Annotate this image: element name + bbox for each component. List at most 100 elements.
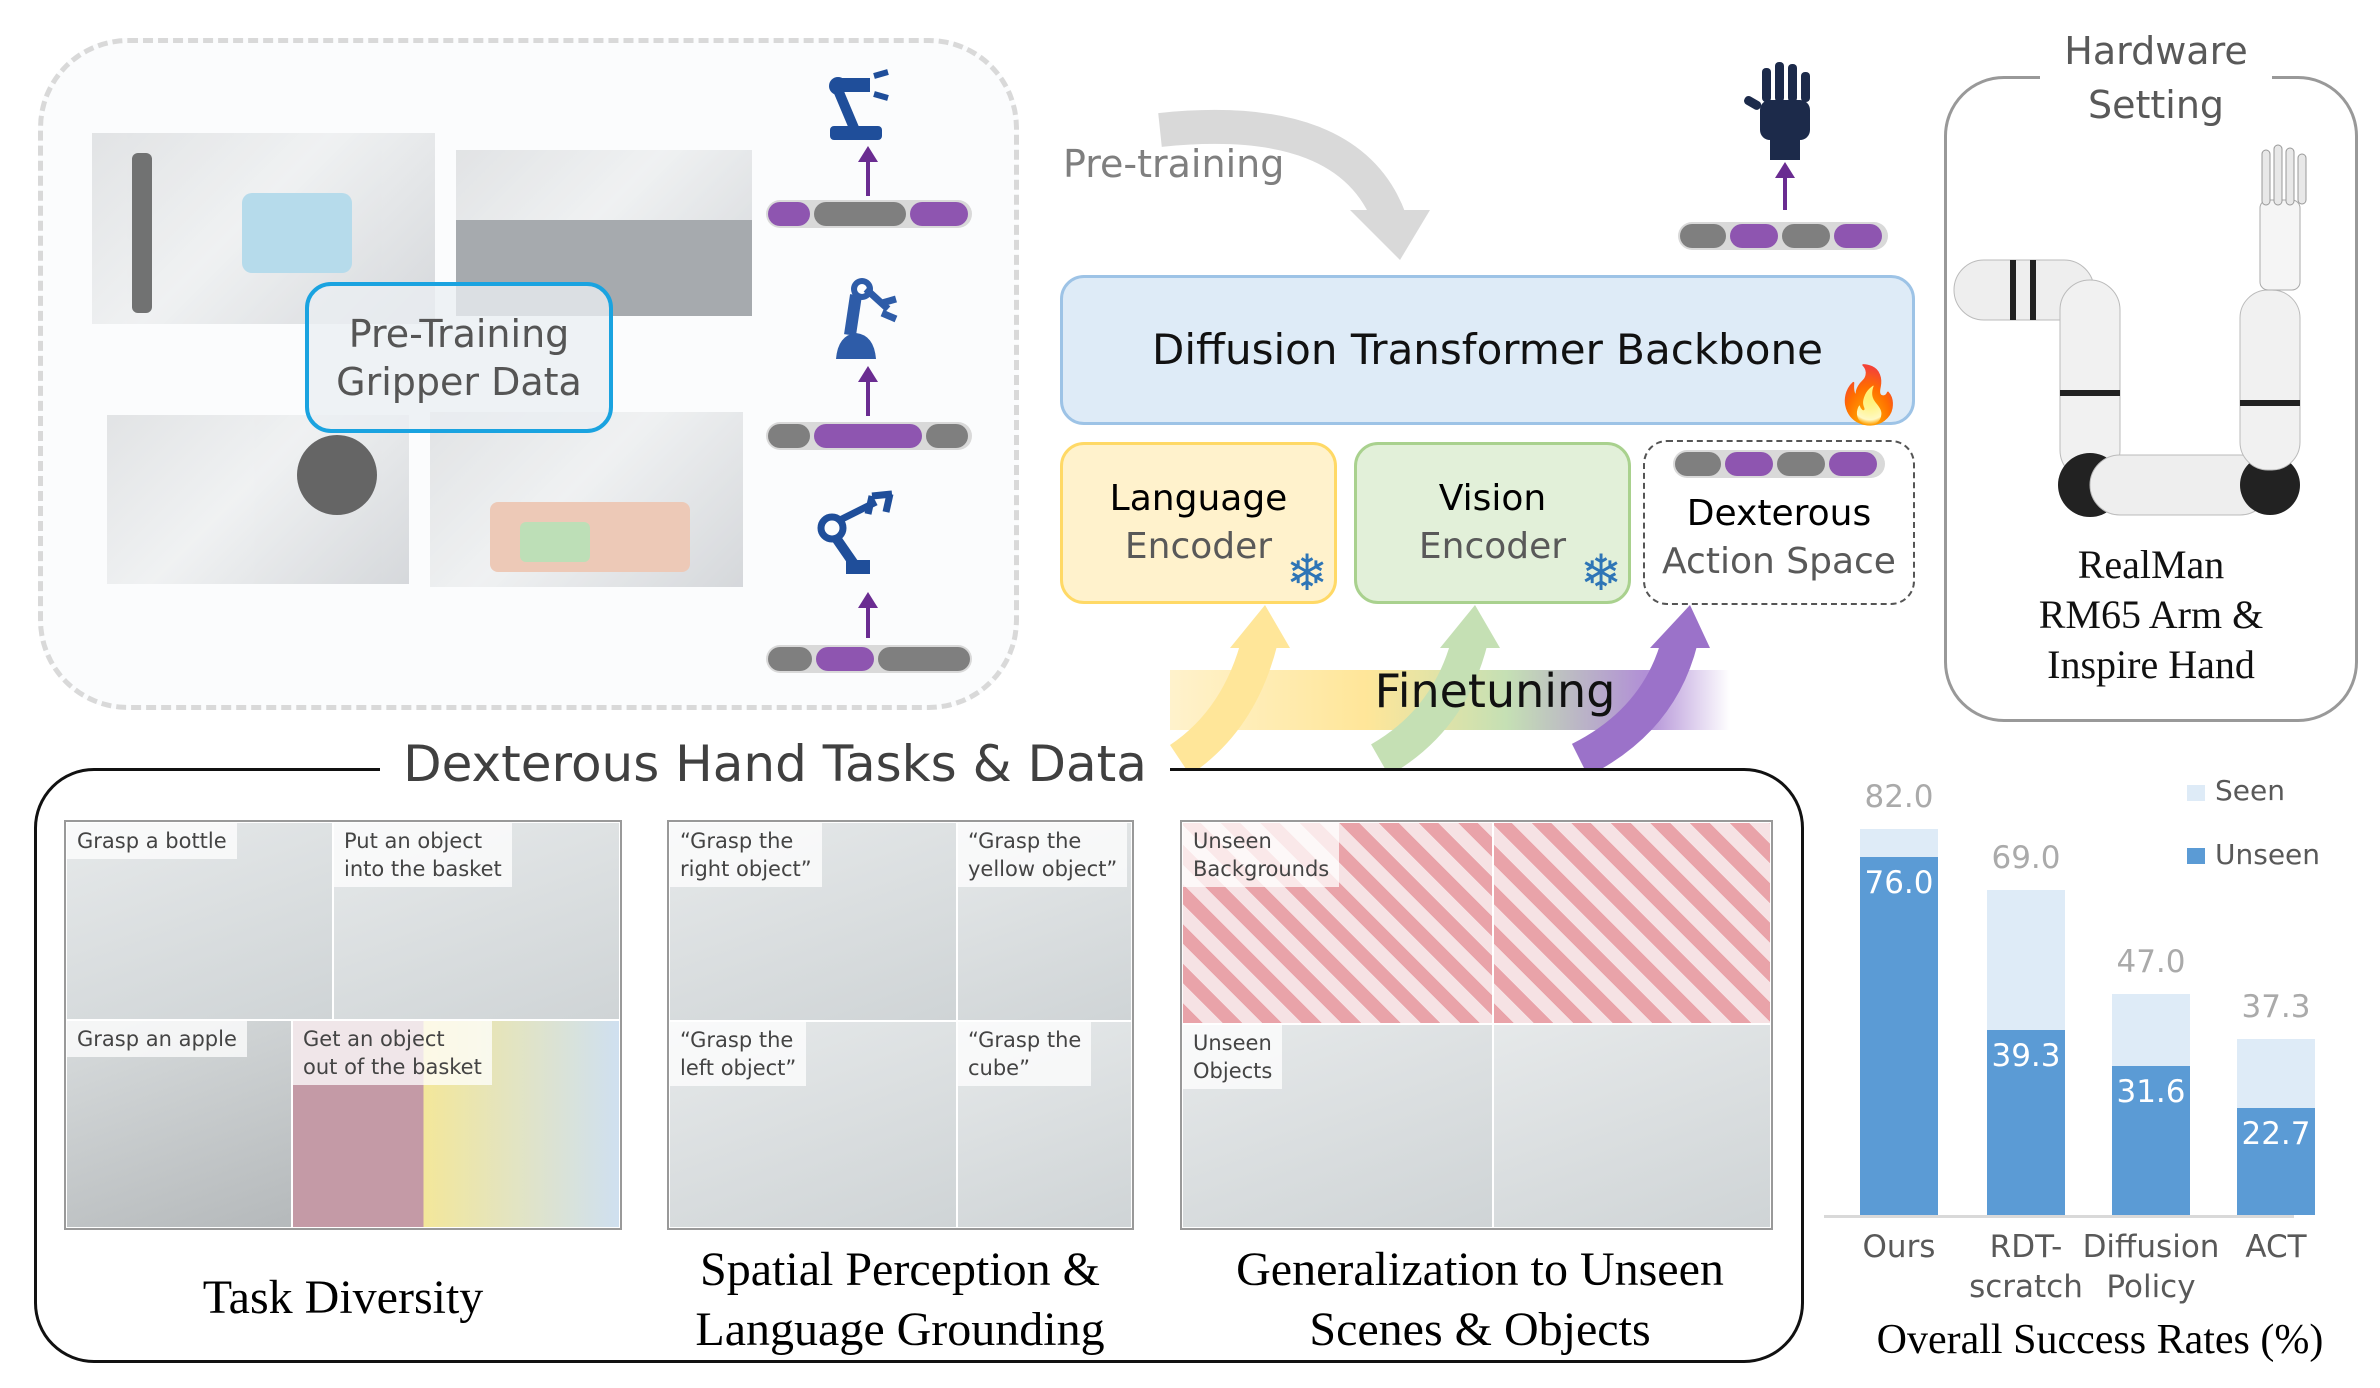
label-seen: 47.0 — [2116, 943, 2186, 980]
action-token-bar — [1673, 450, 1885, 478]
robot-arm-hand-image — [1953, 144, 2307, 517]
fire-icon: 🔥 — [1834, 363, 1904, 428]
task-photo: Grasp a bottle — [66, 822, 333, 1020]
caption-spatial: Spatial Perception & Language Grounding — [620, 1240, 1180, 1360]
gripper-photo-towel — [430, 412, 743, 587]
gripper-photo-franka — [107, 415, 409, 584]
finetuning-arrows — [1169, 605, 1730, 770]
action-token-bar — [766, 645, 972, 673]
label-unseen: 39.3 — [1991, 1038, 2061, 1074]
caption-line: Spatial Perception & — [700, 1243, 1100, 1296]
robot-arm-icon — [817, 490, 894, 574]
pretraining-label: Pre-training — [1063, 142, 1285, 186]
encoder-label: Language — [1109, 478, 1288, 519]
task-photo: “Grasp the yellow object” — [957, 822, 1132, 1021]
task-photo: “Grasp the left object” — [669, 1021, 957, 1228]
action-space-label: Dexterous — [1686, 492, 1872, 534]
task-photo — [1493, 1024, 1771, 1228]
legend-seen-swatch — [2187, 785, 2205, 801]
bar-unseen — [1987, 1030, 2065, 1215]
up-arrow-icon — [858, 366, 878, 416]
task-photo — [1493, 822, 1771, 1024]
up-arrow-icon — [858, 592, 878, 638]
legend-unseen-swatch — [2187, 848, 2205, 864]
snowflake-icon: ❄ — [1580, 544, 1622, 602]
photo-tag: “Grasp the left object” — [670, 1022, 807, 1086]
vision-encoder: Vision Encoder ❄ — [1354, 442, 1631, 604]
label-line: Pre-Training — [348, 311, 570, 356]
photo-tag: “Grasp the yellow object” — [958, 823, 1128, 887]
label-line: Gripper Data — [336, 359, 582, 404]
generalization-grid: Unseen Backgrounds Unseen Objects — [1180, 820, 1773, 1230]
tasks-title: Dexterous Hand Tasks & Data — [380, 735, 1170, 793]
action-token-bar — [1678, 222, 1888, 250]
task-diversity-grid: Grasp a bottle Put an object into the ba… — [64, 820, 622, 1230]
action-token-bar — [766, 422, 972, 450]
photo-tag: Grasp a bottle — [67, 823, 237, 859]
photo-tag: Unseen Backgrounds — [1183, 823, 1340, 887]
photo-tag: Grasp an apple — [67, 1021, 247, 1057]
dexterous-hand-icon — [1744, 62, 1810, 160]
label-unseen: 31.6 — [2116, 1074, 2186, 1111]
caption-line: Language Grounding — [695, 1303, 1105, 1356]
label-seen: 82.0 — [1864, 779, 1934, 815]
task-photo: Unseen Backgrounds — [1182, 822, 1493, 1024]
category-label: ACT — [2245, 1229, 2307, 1265]
caption-line: Generalization to Unseen — [1236, 1243, 1724, 1296]
legend-unseen-label: Unseen — [2215, 838, 2321, 871]
task-photo: Grasp an apple — [66, 1020, 292, 1228]
snowflake-icon: ❄ — [1286, 544, 1328, 602]
task-photo: “Grasp the cube” — [957, 1021, 1132, 1228]
hardware-line: Inspire Hand — [2047, 642, 2255, 687]
bar-unseen — [2112, 1066, 2190, 1215]
photo-tag: Put an object into the basket — [334, 823, 512, 887]
legend-seen-label: Seen — [2215, 774, 2285, 807]
photo-tag: Get an object out of the basket — [293, 1021, 492, 1085]
caption-line: Scenes & Objects — [1309, 1303, 1651, 1356]
diffusion-transformer-backbone: Diffusion Transformer Backbone 🔥 — [1060, 275, 1915, 425]
label-unseen: 76.0 — [1864, 865, 1934, 902]
task-photo: “Grasp the right object” — [669, 822, 957, 1021]
pretraining-data-label: Pre-Training Gripper Data — [305, 282, 613, 433]
robot-arm-icon — [836, 278, 898, 359]
category-label: RDT- scratch — [1969, 1229, 2083, 1305]
title-line: Setting — [2087, 83, 2225, 127]
task-photo: Unseen Objects — [1182, 1024, 1493, 1228]
photo-tag: “Grasp the right object” — [670, 823, 822, 887]
photo-tag: Unseen Objects — [1183, 1025, 1283, 1089]
encoder-label: Vision — [1438, 478, 1547, 519]
spatial-perception-grid: “Grasp the right object” “Grasp the yell… — [667, 820, 1134, 1230]
task-photo: Put an object into the basket — [333, 822, 620, 1020]
robot-arm-icon — [829, 69, 889, 140]
label-seen: 69.0 — [1991, 840, 2061, 877]
encoder-label: Encoder — [1124, 526, 1273, 567]
bar-unseen — [1860, 857, 1938, 1215]
hardware-line: RM65 Arm & — [2038, 592, 2264, 637]
up-arrow-icon — [1775, 162, 1795, 210]
label-unseen: 22.7 — [2241, 1116, 2311, 1153]
finetuning-label: Finetuning — [1374, 664, 1616, 718]
dexterous-action-space: Dexterous Action Space — [1643, 440, 1915, 605]
x-axis — [1824, 1215, 2294, 1218]
backbone-label: Diffusion Transformer Backbone — [1152, 325, 1823, 374]
gripper-photo-kitchen — [92, 133, 435, 324]
action-token-bar — [766, 200, 972, 228]
photo-tag: “Grasp the cube” — [958, 1022, 1092, 1086]
up-arrow-icon — [858, 146, 878, 196]
caption-task-diversity: Task Diversity — [202, 1271, 484, 1324]
encoder-label: Encoder — [1418, 526, 1567, 567]
title-line: Hardware — [2064, 29, 2248, 73]
pretraining-arrow — [1158, 109, 1430, 260]
task-photo: Get an object out of the basket — [292, 1020, 620, 1228]
hardware-line: RealMan — [2077, 542, 2225, 587]
label-seen: 37.3 — [2241, 989, 2311, 1026]
bar-unseen — [2237, 1108, 2315, 1215]
hardware-description: RealMan RM65 Arm & Inspire Hand — [1944, 540, 2358, 690]
category-label: Diffusion Policy — [2082, 1229, 2220, 1305]
action-space-label: Action Space — [1662, 540, 1896, 582]
category-label: Ours — [1862, 1229, 1936, 1265]
chart-title: Overall Success Rates (%) — [1876, 1317, 2324, 1363]
